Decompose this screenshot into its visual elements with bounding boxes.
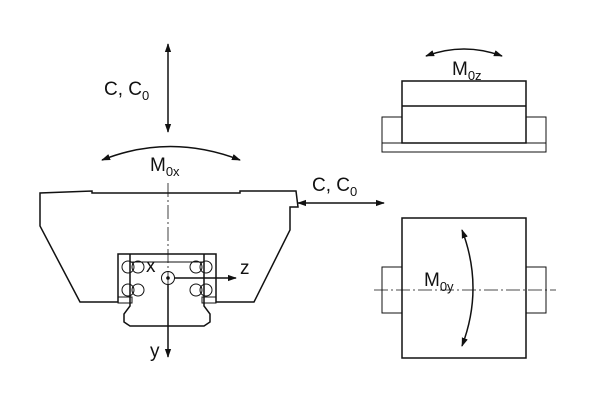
moment-z-label: M0z	[452, 59, 482, 83]
carriage-top-view	[381, 217, 547, 359]
carriage-side-view	[381, 80, 547, 153]
moment-y-arrow	[461, 229, 474, 347]
lateral-load-label: C, C0	[312, 175, 357, 199]
moment-y-label: M0y	[424, 270, 454, 294]
moment-x-arrow	[101, 145, 241, 161]
moment-z-arrow	[425, 48, 503, 57]
axis-z-label: z	[240, 258, 250, 279]
carriage-front-view	[39, 190, 299, 327]
axis-y-label: y	[150, 341, 160, 362]
vertical-load-label: C, C0	[104, 79, 149, 103]
ball-bearings	[117, 260, 217, 304]
moment-x-label: M0x	[150, 155, 180, 179]
axis-x-label: x	[146, 256, 156, 277]
